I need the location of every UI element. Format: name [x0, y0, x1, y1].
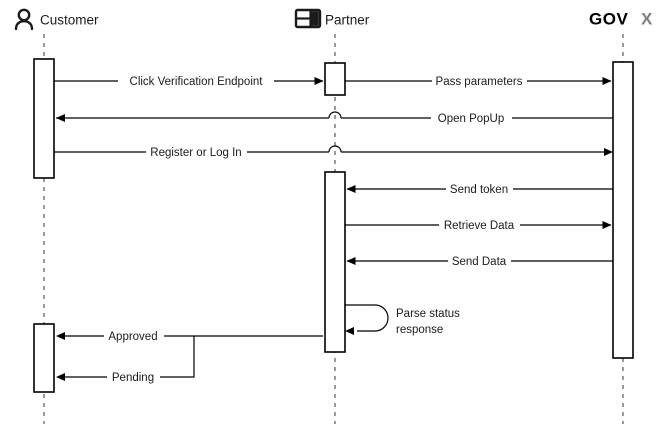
self-message-loop — [345, 304, 389, 332]
message-approved[interactable]: Approved — [56, 329, 323, 343]
message-label-bg — [432, 74, 527, 88]
message-label-bg — [118, 74, 274, 88]
actor-label-partner: Partner — [325, 13, 370, 28]
message-label-bg — [439, 218, 520, 232]
message-label-retrieve-data: Retrieve Data — [444, 220, 515, 232]
govx-logo-primary: GOV — [589, 9, 628, 28]
message-label-bg — [448, 254, 511, 268]
message-label-open-popup: Open PopUp — [438, 113, 505, 125]
message-label-send-token: Send token — [450, 184, 508, 196]
lifeline-jump-arc — [328, 111, 342, 119]
window-layout-icon — [294, 8, 322, 29]
message-label-parse-status-line2: response — [396, 324, 443, 336]
message-arrowhead — [345, 327, 354, 335]
activation-govx — [612, 61, 634, 359]
activation-customer-top — [33, 58, 55, 179]
activation-partner-main — [324, 171, 346, 353]
actor-header-partner[interactable]: Partner — [294, 8, 370, 29]
message-parse-status-response[interactable]: Parse status response — [345, 304, 460, 336]
message-label-bg — [104, 329, 164, 343]
activation-customer-bottom — [33, 323, 55, 393]
message-label-send-data: Send Data — [452, 256, 507, 268]
message-click-verification-endpoint[interactable]: Click Verification Endpoint — [54, 74, 324, 88]
message-label-bg — [446, 182, 513, 196]
activations-group — [33, 58, 634, 393]
actor-header-customer[interactable]: Customer — [14, 8, 99, 31]
person-icon — [14, 8, 34, 31]
message-label-click-verification-endpoint: Click Verification Endpoint — [130, 76, 264, 88]
message-label-parse-status-line1: Parse status — [396, 308, 460, 320]
message-register-or-log-in[interactable]: Register or Log In — [54, 145, 613, 159]
message-branch-arrow — [58, 336, 195, 378]
message-arrowhead — [56, 114, 65, 122]
lifeline-jump-arc — [328, 145, 342, 153]
message-arrowhead — [56, 373, 65, 381]
govx-logo-accent: X — [641, 9, 653, 28]
message-pass-parameters[interactable]: Pass parameters — [345, 74, 612, 88]
message-pending[interactable]: Pending — [56, 336, 195, 384]
message-label-bg — [107, 370, 160, 384]
message-label-approved: Approved — [108, 331, 157, 343]
message-open-popup[interactable]: Open PopUp — [56, 111, 613, 125]
message-arrowhead — [56, 332, 65, 340]
message-label-bg — [146, 145, 247, 159]
message-send-data[interactable]: Send Data — [346, 254, 613, 268]
message-label-register-or-log-in: Register or Log In — [150, 147, 241, 159]
activation-partner-top — [324, 62, 346, 96]
actor-header-govx[interactable]: GOV X — [589, 9, 653, 28]
message-label-bg — [431, 111, 512, 125]
message-label-pending: Pending — [112, 372, 154, 384]
message-send-token[interactable]: Send token — [346, 182, 613, 196]
actor-label-customer: Customer — [40, 13, 99, 28]
message-retrieve-data[interactable]: Retrieve Data — [345, 218, 612, 232]
message-label-pass-parameters: Pass parameters — [436, 76, 523, 88]
message-arrowhead — [604, 148, 613, 156]
